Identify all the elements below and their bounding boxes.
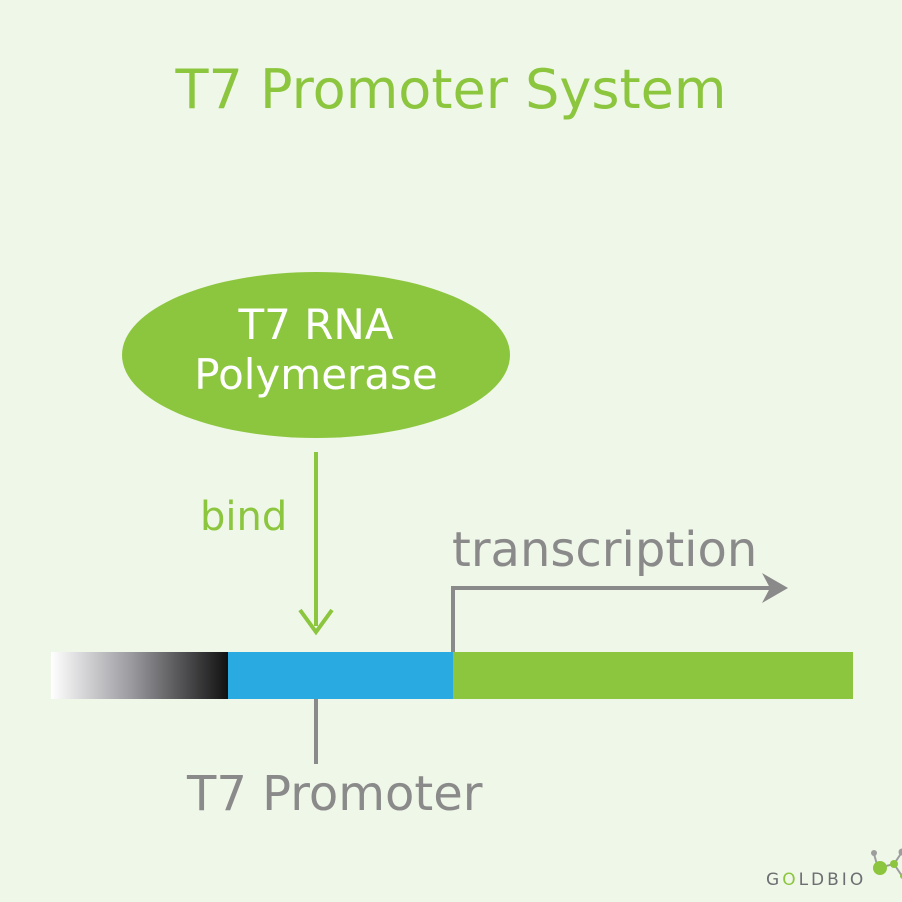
polymerase-label: T7 RNA Polymerase	[122, 300, 510, 400]
gene-region	[453, 652, 853, 699]
polymerase-ellipse	[122, 272, 510, 438]
upstream-region	[51, 652, 228, 699]
t7-promoter-label: T7 Promoter	[187, 766, 483, 822]
transcription-arrow	[451, 573, 788, 652]
transcription-label: transcription	[452, 522, 758, 578]
bind-arrow	[298, 452, 334, 636]
polymerase-label-line2: Polymerase	[194, 350, 438, 399]
polymerase-label-line1: T7 RNA	[238, 300, 394, 349]
t7-promoter-region	[228, 652, 453, 699]
logo-text-o: O	[782, 870, 799, 890]
dna-strand	[51, 652, 853, 699]
goldbio-logo: GOLDBIO	[766, 846, 902, 890]
logo-text-g: G	[766, 870, 783, 890]
logo-wordmark: GOLDBIO	[766, 870, 866, 890]
diagram-title: T7 Promoter System	[175, 58, 727, 121]
molecule-icon	[871, 848, 902, 879]
bind-label: bind	[200, 494, 288, 540]
logo-text-ldbio: LDBIO	[798, 870, 867, 890]
